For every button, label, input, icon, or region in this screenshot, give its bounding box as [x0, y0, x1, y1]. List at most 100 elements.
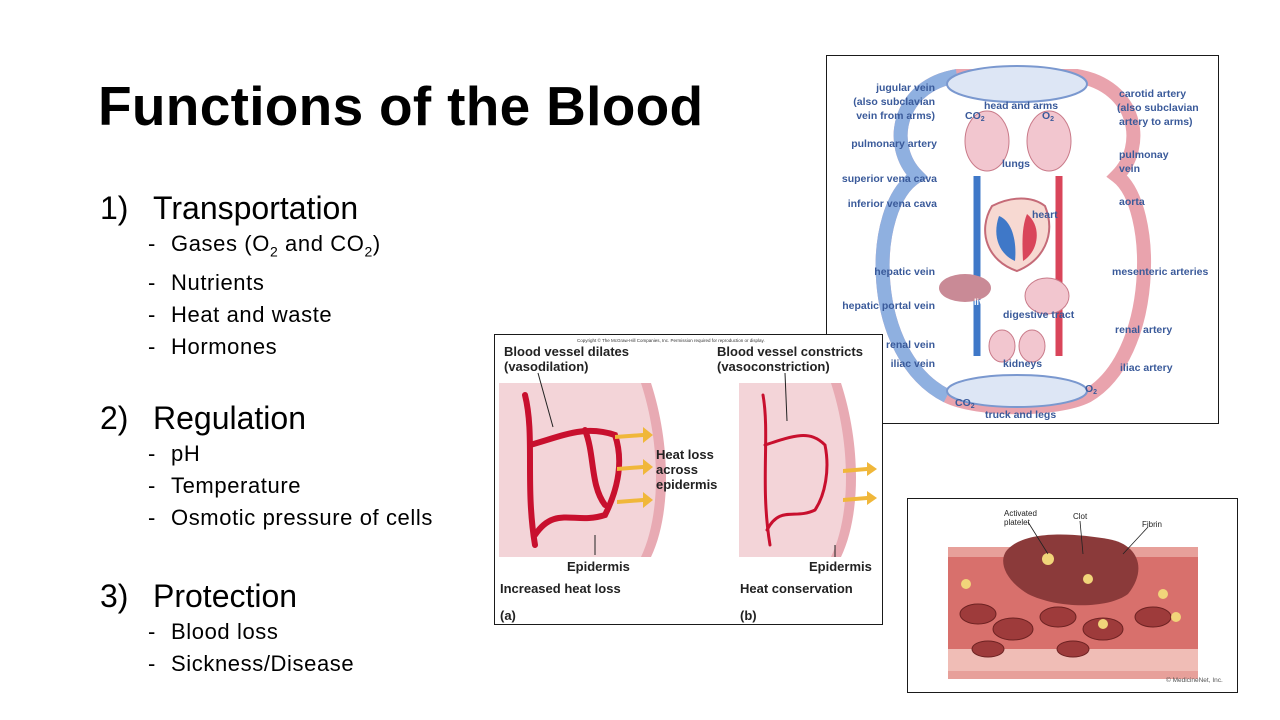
list-item: -Osmotic pressure of cells	[148, 505, 433, 530]
skin-left	[499, 383, 660, 557]
left-title-1: Blood vessel dilates	[504, 344, 629, 359]
platelet	[1158, 589, 1168, 599]
heat-arrow	[617, 459, 653, 475]
clot-svg: Activated platelet Clot Fibrin © Medicin…	[948, 509, 1223, 684]
label-aorta: aorta	[1119, 196, 1145, 208]
liver	[939, 274, 991, 302]
red-blood-cell	[971, 640, 1005, 658]
heat-arrow	[617, 492, 653, 508]
label-mesenteric-arteries: mesenteric arteries	[1112, 266, 1208, 278]
heat-loss-1: Heat loss	[656, 447, 714, 462]
label-inferior-vena-cava: inferior vena cava	[848, 198, 937, 210]
label-clot: Clot	[1073, 512, 1088, 521]
heat-arrow	[843, 491, 877, 505]
label-subclavian-vein: (also subclavian	[853, 96, 935, 108]
left-caption: Increased heat loss	[500, 581, 621, 596]
left-title-2: (vasodilation)	[504, 359, 589, 374]
vessel-left-main	[522, 392, 538, 548]
section-protection: 3)Protection -Blood loss -Sickness/Disea…	[100, 576, 354, 680]
vessel-left-loop	[527, 427, 623, 538]
pointer-line	[1027, 521, 1049, 555]
head-capillaries	[946, 65, 1088, 103]
platelet	[1083, 574, 1093, 584]
list-item: -Hormones	[148, 334, 278, 360]
label-renal-artery: renal artery	[1115, 324, 1172, 336]
thermoregulation-svg: Copyright © The McGraw-Hill Companies, I…	[499, 337, 877, 623]
kidney-right	[1018, 329, 1046, 363]
right-title-2: (vasoconstriction)	[717, 359, 830, 374]
label-co2-bottom: CO2	[955, 397, 975, 410]
epidermis-label-right: Epidermis	[809, 559, 872, 574]
label-platelet: platelet	[1004, 518, 1031, 527]
label-heart: heart	[1032, 209, 1058, 221]
thermoregulation-diagram: Copyright © The McGraw-Hill Companies, I…	[494, 334, 883, 625]
label-jugular-vein: jugular vein	[875, 82, 935, 94]
section-number: 1)	[100, 190, 129, 226]
label-hepatic-vein: hepatic vein	[874, 266, 935, 278]
platelet	[1098, 619, 1108, 629]
pointer-line	[784, 372, 788, 422]
epidermis-left	[641, 383, 666, 557]
lung-right	[1026, 110, 1072, 172]
label-a: (a)	[500, 608, 516, 623]
heat-loss-3: epidermis	[656, 477, 717, 492]
list-item: -Nutrients	[148, 270, 265, 296]
heat-arrow	[615, 427, 653, 443]
red-blood-cell	[1134, 606, 1172, 628]
label-digestive-tract: digestive tract	[1003, 309, 1075, 321]
label-subclavian-artery: (also subclavian	[1117, 102, 1199, 114]
right-title-1: Blood vessel constricts	[717, 344, 863, 359]
label-activated: Activated	[1004, 509, 1037, 518]
label-vein-arms: vein from arms)	[856, 110, 935, 122]
label-truck-legs: truck and legs	[985, 409, 1056, 421]
heart-left	[1022, 214, 1037, 261]
list-item: -Temperature	[148, 473, 302, 498]
label-iliac-vein: iliac vein	[891, 358, 935, 370]
label-artery-arms: artery to arms)	[1119, 116, 1193, 128]
pointer-line	[537, 372, 554, 428]
slide-title: Functions of the Blood	[98, 75, 704, 137]
epidermis-label-left: Epidermis	[567, 559, 630, 574]
heat-arrow	[843, 462, 877, 476]
section-heading: Protection	[153, 578, 298, 614]
clot-credit: © MedicineNet, Inc.	[1166, 676, 1223, 684]
platelet	[1042, 553, 1054, 565]
vessel-lower-wall	[948, 649, 1198, 671]
section-number: 2)	[100, 400, 129, 436]
lung-left	[964, 110, 1010, 172]
kidney-left	[988, 329, 1016, 363]
list-item: -pH	[148, 441, 201, 466]
digestive-tract	[1024, 277, 1070, 315]
label-head-arms: head and arms	[984, 100, 1058, 112]
pointer-line	[1122, 526, 1149, 555]
label-pulmonary-vein-2: vein	[1119, 163, 1140, 175]
label-superior-vena-cava: superior vena cava	[842, 173, 937, 185]
pointer-line	[1079, 520, 1084, 555]
platelet	[1171, 612, 1181, 622]
list-item: -Heat and waste	[148, 302, 333, 328]
skin-right	[739, 383, 850, 557]
section-regulation: 2) Regulation -pH -Temperature -Osmotic p…	[100, 398, 433, 534]
list-item: -Blood loss	[148, 619, 279, 644]
heat-loss-2: across	[656, 462, 698, 477]
label-kidneys: kidneys	[1003, 358, 1042, 370]
vessel-right-main	[761, 393, 772, 547]
red-blood-cell	[1056, 640, 1090, 658]
circulation-diagram: jugular vein (also subclavian vein from …	[826, 55, 1219, 424]
label-iliac-artery: iliac artery	[1120, 362, 1173, 374]
section-transportation: 1)Transportation -Gases (O2 and CO2) -Nu…	[100, 188, 381, 363]
platelet	[961, 579, 971, 589]
section-heading: Regulation	[153, 400, 306, 436]
label-pulmonary-artery: pulmonary artery	[851, 138, 937, 150]
legs-capillaries	[946, 374, 1088, 408]
heart-right	[996, 216, 1016, 261]
right-caption: Heat conservation	[740, 581, 853, 596]
vessel-right-loop	[763, 434, 829, 532]
label-renal-vein: renal vein	[886, 339, 935, 351]
label-fibrin: Fibrin	[1142, 520, 1162, 529]
red-blood-cell	[959, 603, 997, 625]
section-number: 3)	[100, 578, 129, 614]
heart	[984, 197, 1051, 273]
label-b: (b)	[740, 608, 757, 623]
label-co2-top: CO2	[965, 110, 985, 123]
